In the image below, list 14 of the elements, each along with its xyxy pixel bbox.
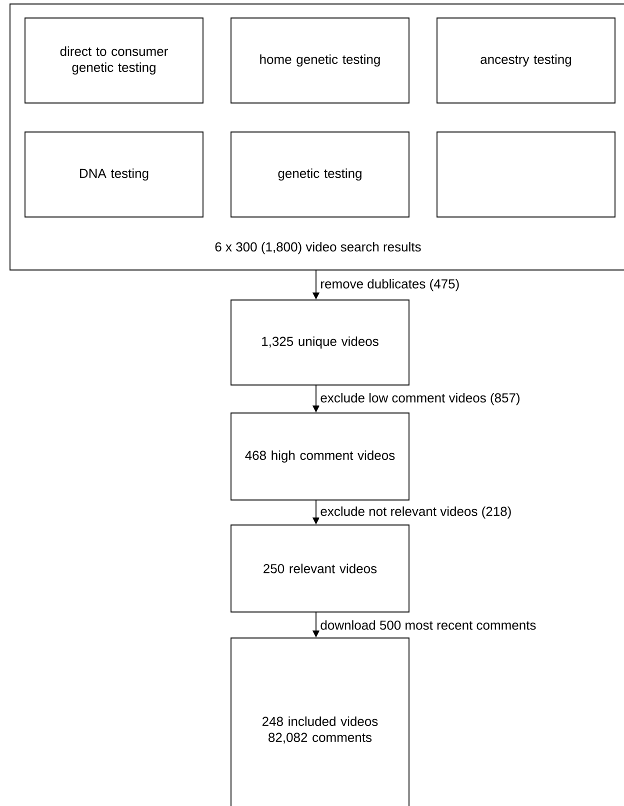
process-box: 248 included videos 82,082 comments xyxy=(230,638,410,806)
process-box: home genetic testing xyxy=(230,18,410,104)
process-box: DNA testing xyxy=(24,132,204,218)
process-box: direct to consumer genetic testing xyxy=(24,18,204,104)
process-box: genetic testing xyxy=(230,132,410,218)
process-box: 250 relevant videos xyxy=(230,524,410,612)
process-box: ancestry testing xyxy=(436,18,616,104)
edge-label: exclude low comment videos (857) xyxy=(319,392,522,406)
process-box xyxy=(436,132,616,218)
edge-label: exclude not relevant videos (218) xyxy=(319,505,513,520)
edge-label: download 500 most recent comments xyxy=(319,619,538,631)
edge-label: remove dublicates (475) xyxy=(319,278,461,292)
process-box: 1,325 unique videos xyxy=(230,300,410,386)
process-box: 468 high comment videos xyxy=(230,412,410,500)
